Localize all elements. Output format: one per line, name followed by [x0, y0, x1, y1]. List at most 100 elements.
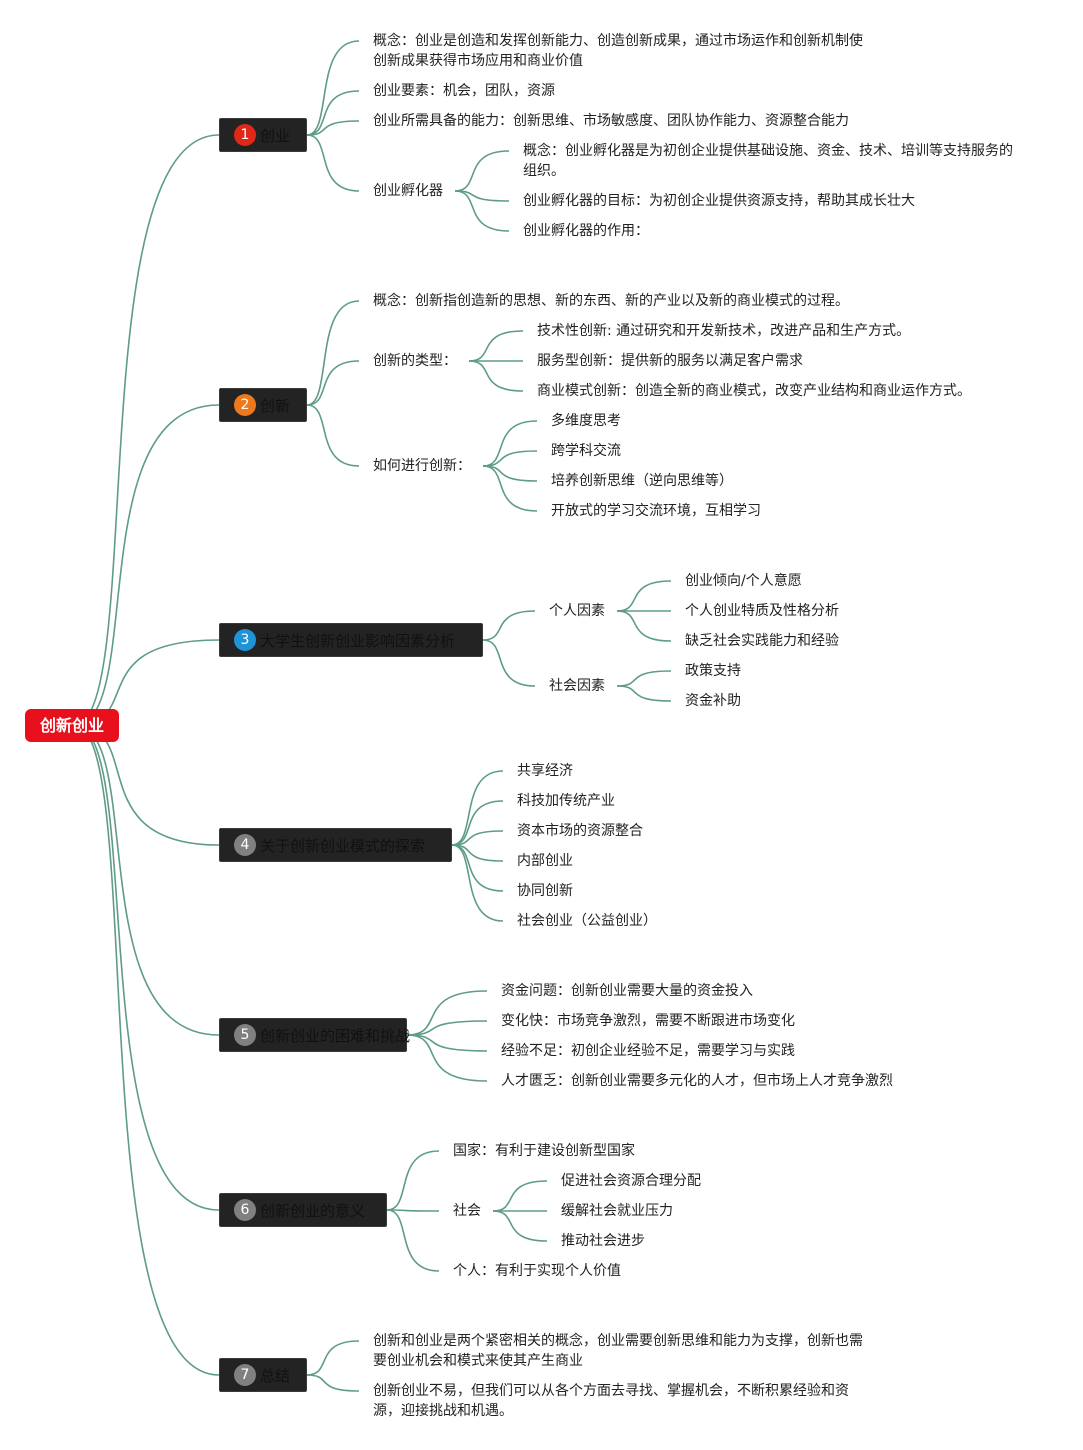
branch-7-item-2[interactable]: 创新创业不易，但我们可以从各个方面去寻找、掌握机会，不断积累经验和资源，迎接挑战… — [373, 1383, 849, 1419]
branch-1-item-4[interactable]: 创业孵化器 — [373, 183, 443, 199]
branch-1-item-1[interactable]: 概念：创业是创造和发挥创新能力、创造创新成果，通过市场运作和创新机制使创新成果获… — [373, 33, 863, 69]
root-link-7 — [73, 724, 220, 1376]
branch-5-item-2[interactable]: 变化快：市场竞争激烈，需要不断跟进市场变化 — [501, 1013, 795, 1029]
sub-item-6-2-3[interactable]: 推动社会进步 — [561, 1233, 645, 1249]
branch-5-item-3[interactable]: 经验不足：初创企业经验不足，需要学习与实践 — [501, 1043, 795, 1059]
branch-4-item-6[interactable]: 社会创业（公益创业） — [517, 913, 657, 929]
sub-link — [616, 685, 672, 702]
sub-item-2-3-2[interactable]: 跨学科交流 — [551, 443, 621, 459]
branch-link — [306, 300, 360, 406]
sub-item-3-1-3[interactable]: 缺乏社会实践能力和经验 — [685, 633, 839, 649]
sub-link — [616, 610, 672, 642]
branch-link — [451, 844, 504, 892]
sub-link — [482, 450, 538, 467]
sub-link — [492, 1210, 548, 1242]
topic-label: 关于创新创业模式的探索 — [260, 836, 426, 855]
root-link-1 — [73, 134, 220, 726]
topic-label: 总结 — [260, 1366, 291, 1385]
sub-link — [482, 465, 538, 512]
branch-link — [306, 90, 360, 136]
sub-link — [616, 670, 672, 687]
sub-item-3-1-1[interactable]: 创业倾向/个人意愿 — [685, 573, 802, 589]
topic-number-badge: 6 — [234, 1199, 256, 1221]
branch-4-item-4[interactable]: 内部创业 — [517, 853, 573, 869]
branch-6-item-3[interactable]: 个人：有利于实现个人价值 — [453, 1263, 621, 1279]
topic-label: 创新 — [260, 396, 291, 415]
branch-2-item-2[interactable]: 创新的类型： — [373, 353, 457, 369]
branch-4-item-1[interactable]: 共享经济 — [517, 763, 573, 779]
branch-1-item-3[interactable]: 创业所需具备的能力：创新思维、市场敏感度、团队协作能力、资源整合能力 — [373, 113, 849, 129]
sub-item-1-4-2[interactable]: 创业孵化器的目标：为初创企业提供资源支持，帮助其成长壮大 — [523, 193, 915, 209]
topic-label: 创新创业的困难和挑战 — [260, 1026, 411, 1045]
sub-item-2-2-3[interactable]: 商业模式创新：创造全新的商业模式，改变产业结构和商业运作方式。 — [537, 383, 971, 399]
branch-link — [482, 610, 536, 641]
branch-4-item-2[interactable]: 科技加传统产业 — [517, 793, 615, 809]
branch-5-item-4[interactable]: 人才匮乏：创新创业需要多元化的人才，但市场上人才竞争激烈 — [501, 1073, 893, 1089]
branch-link — [306, 1340, 360, 1376]
topic-number-badge: 1 — [234, 124, 256, 146]
branch-link — [451, 830, 504, 846]
root-node[interactable]: 创新创业 — [25, 709, 119, 742]
branch-link — [306, 40, 360, 136]
branch-5-item-1[interactable]: 资金问题：创新创业需要大量的资金投入 — [501, 983, 753, 999]
sub-item-3-1-2[interactable]: 个人创业特质及性格分析 — [685, 603, 839, 619]
sub-link — [454, 190, 510, 202]
sub-item-6-2-1[interactable]: 促进社会资源合理分配 — [561, 1173, 701, 1189]
branch-link — [306, 120, 360, 136]
branch-6-item-1[interactable]: 国家：有利于建设创新型国家 — [453, 1143, 635, 1159]
sub-link — [468, 330, 524, 362]
root-link-6 — [73, 724, 220, 1211]
sub-link — [454, 150, 510, 192]
sub-link — [454, 190, 510, 232]
sub-link — [468, 360, 524, 392]
sub-item-3-2-2[interactable]: 资金补助 — [685, 693, 741, 709]
sub-link — [482, 465, 538, 482]
branch-4-item-3[interactable]: 资本市场的资源整合 — [517, 823, 643, 839]
branch-link — [406, 1034, 488, 1082]
branch-link — [306, 404, 360, 467]
branch-link — [482, 639, 536, 687]
topic-label: 大学生创新创业影响因素分析 — [260, 631, 456, 650]
sub-item-2-3-3[interactable]: 培养创新思维（逆向思维等） — [551, 473, 733, 489]
branch-6-item-2[interactable]: 社会 — [453, 1203, 481, 1219]
branch-link — [451, 770, 504, 846]
sub-item-2-3-1[interactable]: 多维度思考 — [551, 413, 621, 429]
branch-1-item-2[interactable]: 创业要素：机会，团队，资源 — [373, 83, 555, 99]
root-link-4 — [73, 724, 220, 846]
sub-item-2-2-1[interactable]: 技术性创新: 通过研究和开发新技术，改进产品和生产方式。 — [537, 323, 911, 339]
branch-3-item-1[interactable]: 个人因素 — [549, 603, 605, 619]
branch-link — [406, 990, 488, 1036]
branch-7-item-1[interactable]: 创新和创业是两个紧密相关的概念，创业需要创新思维和能力为支撑，创新也需要创业机会… — [373, 1333, 863, 1369]
sub-item-1-4-3[interactable]: 创业孵化器的作用： — [523, 223, 649, 239]
sub-item-3-2-1[interactable]: 政策支持 — [685, 663, 741, 679]
topic-number-badge: 4 — [234, 834, 256, 856]
branch-2-item-3[interactable]: 如何进行创新： — [373, 458, 471, 474]
branch-link — [306, 1374, 360, 1392]
branch-link — [406, 1020, 488, 1036]
branch-link — [386, 1209, 440, 1212]
topic-label: 创业 — [260, 126, 291, 145]
branch-link — [451, 844, 504, 922]
branch-link — [386, 1150, 440, 1211]
sub-item-6-2-2[interactable]: 缓解社会就业压力 — [561, 1203, 673, 1219]
topic-number-badge: 5 — [234, 1024, 256, 1046]
sub-item-2-2-2[interactable]: 服务型创新：提供新的服务以满足客户需求 — [537, 353, 803, 369]
branch-3-item-2[interactable]: 社会因素 — [549, 678, 605, 694]
topic-label: 创新创业的意义 — [260, 1201, 366, 1220]
sub-link — [482, 420, 538, 467]
branch-4-item-5[interactable]: 协同创新 — [517, 883, 573, 899]
root-link-5 — [73, 724, 220, 1036]
branch-2-item-1[interactable]: 概念：创新指创造新的思想、新的东西、新的产业以及新的商业模式的过程。 — [373, 293, 849, 309]
branch-link — [306, 360, 360, 406]
branch-link — [406, 1034, 488, 1052]
sub-item-2-3-4[interactable]: 开放式的学习交流环境，互相学习 — [551, 503, 761, 519]
sub-item-1-4-1[interactable]: 概念：创业孵化器是为初创企业提供基础设施、资金、技术、培训等支持服务的组织。 — [523, 143, 1013, 179]
